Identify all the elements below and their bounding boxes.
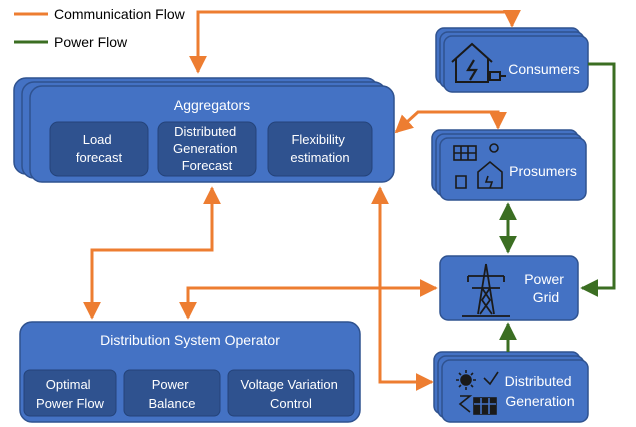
dso-item-power-balance: Power Balance (123, 369, 221, 417)
aggregators-item-load-forecast: Load forecast (49, 121, 149, 177)
svg-text:Distributed Generation: Distributed Generation Forecast (173, 124, 241, 173)
power-flows (499, 62, 616, 352)
legend-communication-label: Communication Flow (54, 6, 186, 22)
comm-aggregators-consumers (189, 9, 521, 74)
legend-power-label: Power Flow (54, 34, 128, 50)
power-grid-block: Power Grid (439, 255, 579, 321)
svg-text:Flexibility estimation: Flexibility estimation (290, 132, 349, 165)
dso-title: Distribution System Operator (100, 332, 280, 348)
power-consumers-grid (580, 62, 616, 297)
comm-aggregators-prosumers (394, 110, 507, 134)
comm-aggregators-distributed-generation (371, 186, 434, 391)
dso-item-voltage-variation: Voltage Variation Control (227, 369, 355, 417)
consumers-label: Consumers (508, 61, 580, 77)
svg-text:Voltage Variation Cont: Voltage Variation Control (241, 377, 342, 411)
aggregators-title: Aggregators (174, 97, 250, 113)
dso-block: Distribution System Operator Optimal Pow… (19, 321, 361, 423)
svg-text:Power Balance: Power Balance (149, 377, 196, 411)
distributed-generation-block: Distributed Generation (433, 351, 589, 423)
dso-item-optimal-power-flow: Optimal Power Flow (23, 369, 117, 417)
svg-text:Optimal Power Flow: Optimal Power Flow (36, 377, 105, 411)
prosumers-label: Prosumers (509, 163, 577, 179)
aggregators-item-flexibility: Flexibility estimation (267, 121, 373, 177)
aggregators-item-dg-forecast: Distributed Generation Forecast (157, 121, 257, 177)
power-grid-label: Power Grid (524, 271, 568, 305)
sun-battery-icon (456, 370, 499, 415)
svg-text:Load forecast: Load forecast (76, 132, 123, 165)
comm-aggregators-dso (83, 186, 221, 320)
prosumers-block: Prosumers (431, 129, 587, 201)
comm-dso-power-grid (179, 279, 438, 320)
consumers-block: Consumers (435, 27, 589, 93)
legend: Communication Flow Power Flow (14, 6, 186, 50)
aggregators-block: Aggregators Load forecast Distributed Ge… (13, 77, 395, 183)
distributed-generation-label: Distributed Generation (505, 373, 576, 409)
communication-flows (83, 9, 521, 391)
transmission-tower-icon (462, 263, 510, 317)
solar-house-icon (453, 143, 503, 189)
